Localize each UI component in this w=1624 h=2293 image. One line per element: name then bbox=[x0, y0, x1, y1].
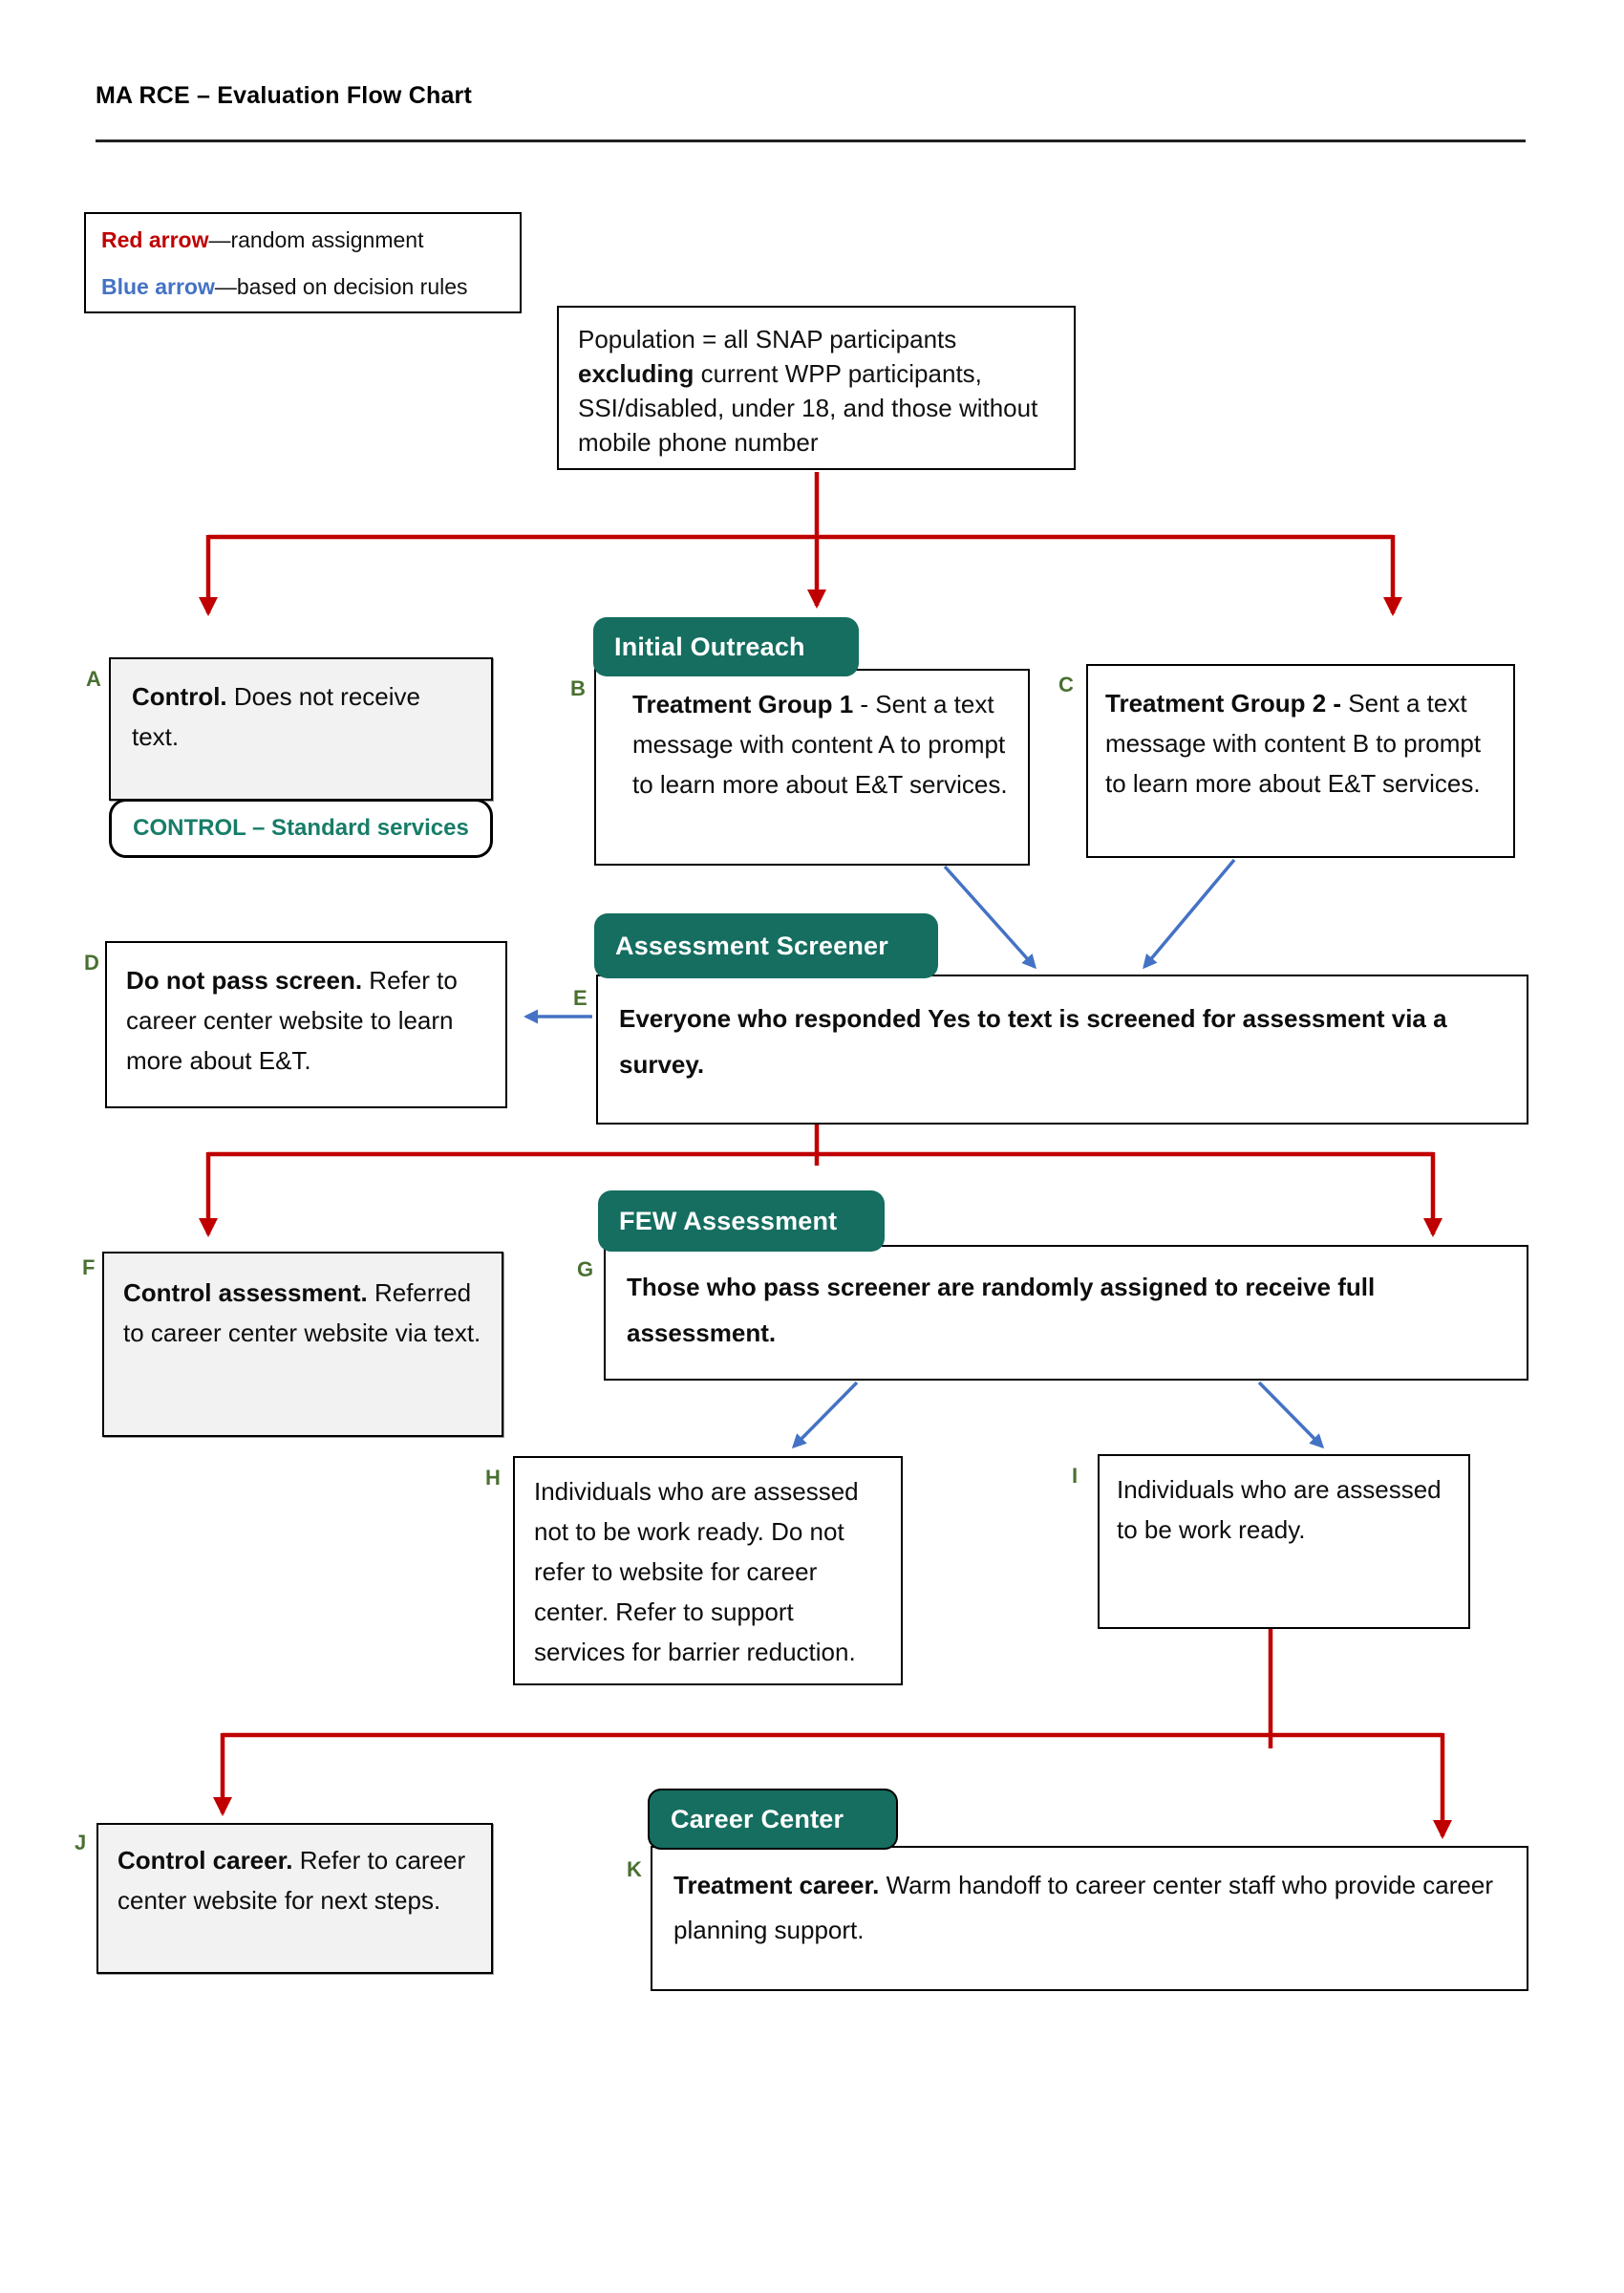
tag-e: E bbox=[573, 986, 588, 1010]
box-treatment-career-text: Warm handoff to career center staff who … bbox=[673, 1871, 1493, 1944]
box-fail-bold: Do not pass screen. bbox=[126, 966, 363, 995]
control-standard-services-pill: CONTROL – Standard services bbox=[109, 799, 493, 858]
tag-f: F bbox=[82, 1255, 96, 1279]
box-work-ready: Individuals who are assessed to be work … bbox=[1098, 1454, 1470, 1629]
arrow-assessment-to-not-ready bbox=[791, 1381, 859, 1449]
box-treatment-career-bold: Treatment career. bbox=[673, 1871, 880, 1899]
title-divider bbox=[96, 139, 1526, 142]
box-treatment2-bold: Treatment Group 2 - bbox=[1105, 689, 1342, 718]
legend-red-key: Red arrow bbox=[101, 227, 209, 252]
arrow-treatment1-to-screener bbox=[943, 865, 1037, 970]
section-initial-outreach: Initial Outreach bbox=[593, 617, 859, 676]
tag-g: G bbox=[577, 1257, 594, 1281]
tag-i: I bbox=[1072, 1464, 1079, 1488]
legend-red-row: Red arrow—random assignment bbox=[101, 227, 504, 253]
box-control-career-bold: Control career. bbox=[118, 1846, 293, 1875]
tag-a: A bbox=[86, 667, 101, 691]
page-title: MA RCE – Evaluation Flow Chart bbox=[96, 82, 473, 109]
box-treatment2-text: Sent a text message with content B to pr… bbox=[1105, 689, 1482, 799]
box-not-work-ready: Individuals who are assessed not to be w… bbox=[513, 1456, 903, 1685]
legend-box: Red arrow—random assignment Blue arrow—b… bbox=[84, 212, 522, 313]
box-control-assessment: Control assessment. Referred to career c… bbox=[102, 1252, 503, 1437]
tag-c: C bbox=[1058, 673, 1074, 696]
tag-j: J bbox=[75, 1831, 87, 1854]
box-screener: Everyone who responded Yes to text is sc… bbox=[596, 975, 1528, 1125]
box-fail-text: Refer to career center website to learn … bbox=[126, 966, 458, 1076]
population-box: Population = all SNAP participants exclu… bbox=[557, 306, 1076, 470]
box-treatment1-bold: Treatment Group 1 bbox=[632, 690, 854, 718]
population-rest: current WPP participants, SSI/disabled, … bbox=[578, 358, 1038, 457]
legend-blue-key: Blue arrow bbox=[101, 274, 215, 299]
legend-red-desc: —random assignment bbox=[208, 227, 424, 252]
section-few-assessment: FEW Assessment bbox=[598, 1190, 885, 1252]
box-treatment-career: Treatment career. Warm handoff to career… bbox=[651, 1846, 1528, 1991]
box-control-bold: Control. bbox=[132, 682, 227, 711]
box-control-text: Does not receive text. bbox=[132, 682, 420, 752]
legend-blue-desc: —based on decision rules bbox=[214, 274, 468, 299]
population-line1: Population = all SNAP participants bbox=[578, 325, 957, 354]
box-not-work-ready-text: Individuals who are assessed not to be w… bbox=[534, 1477, 859, 1667]
tag-h: H bbox=[485, 1466, 501, 1489]
arrow-treatment2-to-screener bbox=[1143, 858, 1236, 970]
box-treatment1-text: - Sent a text message with content A to … bbox=[632, 690, 1008, 800]
box-few-assessment-text: Those who pass screener are randomly ass… bbox=[627, 1273, 1376, 1348]
box-control-career: Control career. Refer to career center w… bbox=[96, 1823, 493, 1974]
box-control: Control. Does not receive text. bbox=[109, 657, 493, 801]
box-control-career-text: Refer to career center website for next … bbox=[118, 1846, 466, 1916]
box-treatment-group-1: Treatment Group 1 - Sent a text message … bbox=[594, 669, 1030, 866]
tag-d: D bbox=[84, 951, 99, 975]
tag-b: B bbox=[570, 676, 586, 700]
arrow-assessment-to-ready bbox=[1257, 1381, 1325, 1449]
population-bold: excluding bbox=[578, 358, 694, 388]
box-control-assessment-text: Referred to career center website via te… bbox=[123, 1278, 481, 1348]
box-few-assessment: Those who pass screener are randomly ass… bbox=[604, 1245, 1528, 1381]
section-career-center: Career Center bbox=[648, 1789, 898, 1850]
legend-blue-row: Blue arrow—based on decision rules bbox=[101, 274, 504, 300]
box-do-not-pass-screen: Do not pass screen. Refer to career cent… bbox=[105, 941, 507, 1108]
box-treatment-group-2: Treatment Group 2 - Sent a text message … bbox=[1086, 664, 1515, 858]
box-screener-text: Everyone who responded Yes to text is sc… bbox=[619, 1004, 1447, 1080]
tag-k: K bbox=[627, 1857, 642, 1881]
section-assessment-screener: Assessment Screener bbox=[594, 913, 938, 978]
box-work-ready-text: Individuals who are assessed to be work … bbox=[1117, 1475, 1442, 1545]
box-control-assessment-bold: Control assessment. bbox=[123, 1278, 368, 1307]
